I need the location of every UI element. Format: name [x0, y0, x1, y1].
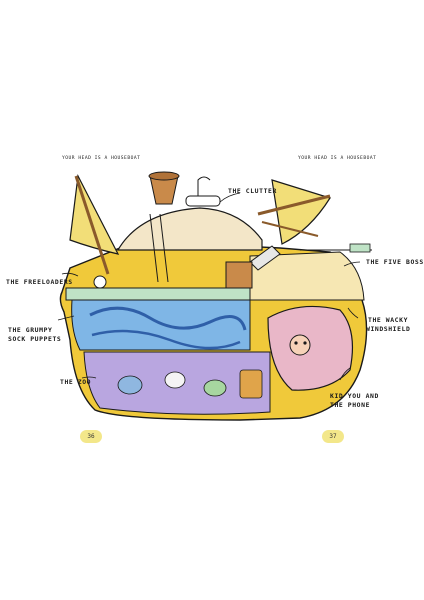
- callout-kid-line-1: KID YOU AND: [330, 392, 379, 400]
- callout-clutter: THE CLUTTER: [228, 187, 277, 195]
- wacky-windshield: [267, 305, 354, 391]
- left-sail: [69, 173, 120, 255]
- callout-wacky-line-2: WINDSHIELD: [366, 325, 411, 333]
- right-sail: [271, 179, 331, 245]
- upper-cabin: [116, 207, 263, 251]
- bosses-cabin: [249, 251, 365, 301]
- right-page-header: YOUR HEAD IS A HOUSEBOAT: [298, 156, 377, 161]
- callout-grumpy-line-2: SOCK PUPPETS: [8, 335, 62, 343]
- callout-zoo: THE ZOO: [60, 378, 92, 386]
- callout-five-bosses: THE FIVE BOSSES: [366, 258, 424, 266]
- left-page-header: YOUR HEAD IS A HOUSEBOAT: [62, 156, 141, 161]
- callout-kid-line-2: THE PHONE: [330, 401, 371, 409]
- left-page-number: 36: [80, 430, 102, 443]
- callout-wacky-line-1: THE WACKY: [368, 316, 409, 324]
- telescope: [249, 245, 281, 271]
- right-page-number: 37: [322, 430, 344, 443]
- callout-freeloaders: THE FREELOADERS: [6, 278, 73, 286]
- freeloaders-deck: [65, 287, 251, 301]
- callout-grumpy-line-1: THE GRUMPY: [8, 326, 53, 334]
